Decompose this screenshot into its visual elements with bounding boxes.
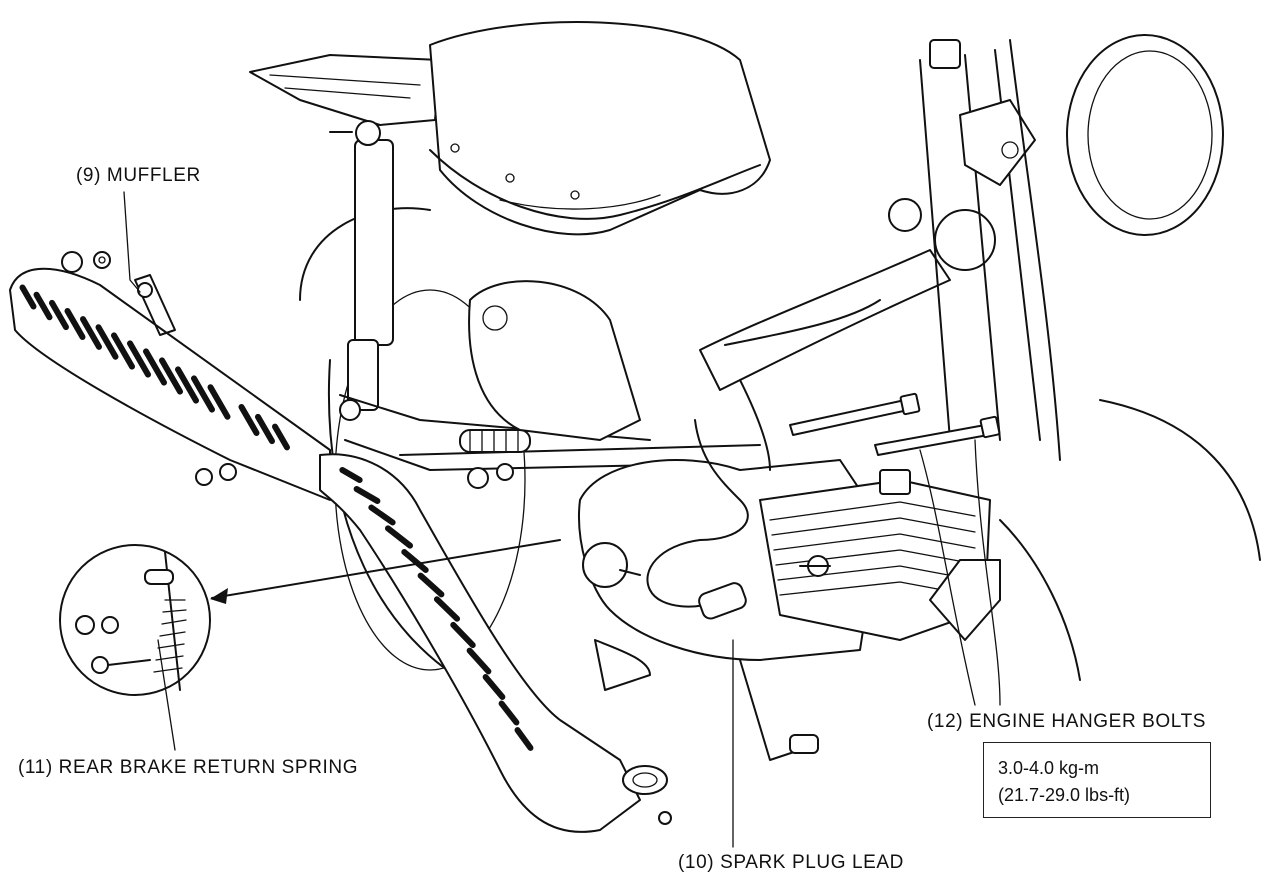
rear-shock <box>329 120 394 421</box>
frame-tube <box>699 198 996 391</box>
engine-cylinder <box>759 469 1001 641</box>
seat <box>429 21 771 236</box>
spring-detail-inset <box>59 544 211 696</box>
muffler-label: (9) MUFFLER <box>76 165 201 186</box>
front-fork <box>919 34 1261 681</box>
rear-brake-return-spring-label: (11) REAR BRAKE RETURN SPRING <box>18 757 359 778</box>
torque-spec-box: 3.0-4.0 kg-m (21.7-29.0 lbs-ft) <box>983 742 1211 818</box>
muffler <box>9 251 672 833</box>
torque-metric: 3.0-4.0 kg-m <box>998 758 1100 778</box>
leader-lines <box>123 191 1001 848</box>
spark-plug-lead <box>646 379 771 620</box>
engine-hanger-bolts-label: (12) ENGINE HANGER BOLTS <box>927 711 1207 732</box>
spark-plug-lead-label: (10) SPARK PLUG LEAD <box>678 852 905 873</box>
engine-hanger-bolts <box>789 392 1001 456</box>
torque-imperial: (21.7-29.0 lbs-ft) <box>998 785 1131 805</box>
rear-carrier <box>249 54 441 126</box>
